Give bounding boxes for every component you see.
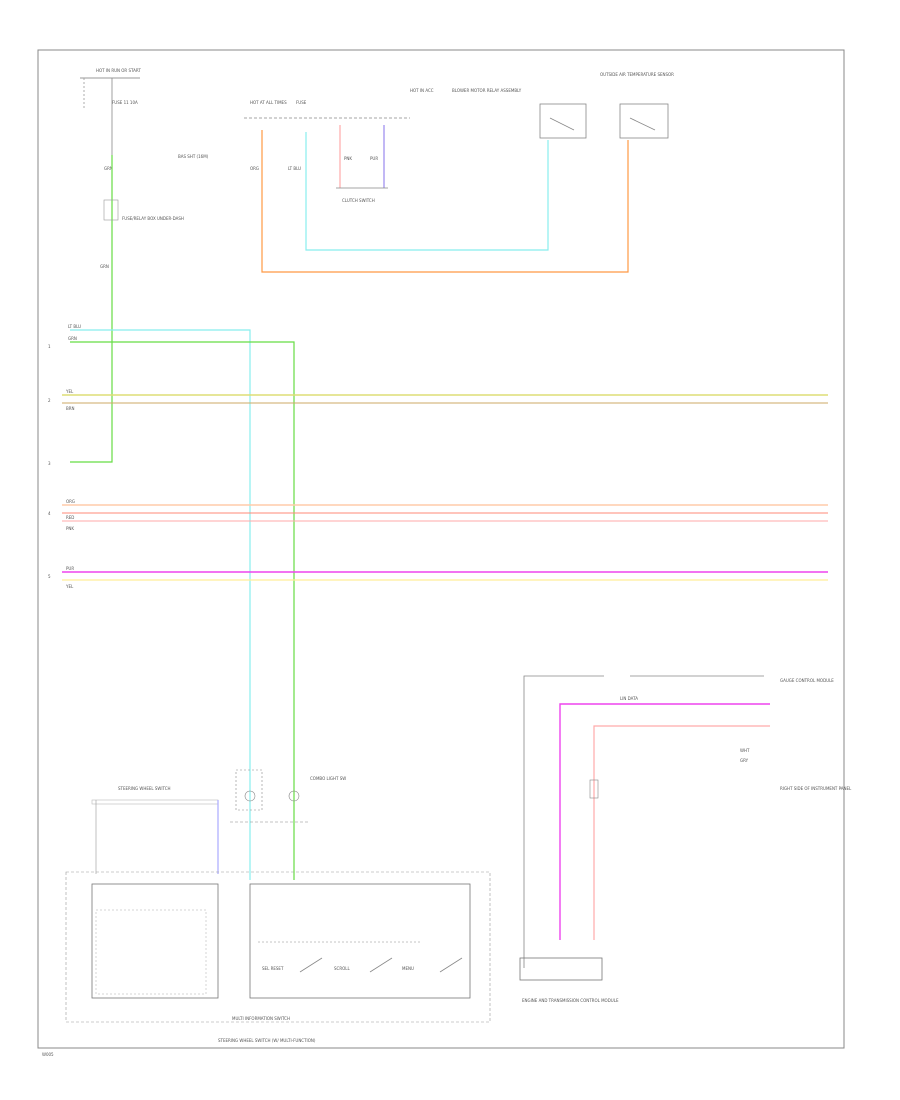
sensor-box-left xyxy=(539,103,587,139)
combo-light-connector xyxy=(235,769,263,811)
fuse-ref-label: FUSE 11 10A xyxy=(112,100,138,105)
right-module-box xyxy=(519,957,603,981)
sw-btn-b-label: SCROLL xyxy=(334,966,350,971)
wire-orange-top xyxy=(261,130,629,273)
left-marker-1: 1 xyxy=(48,344,51,349)
wire-magenta-right xyxy=(559,703,770,940)
sensor-box-right-switch xyxy=(629,117,656,131)
left-marker-4: 4 xyxy=(48,511,51,516)
sensor-box-left-switch xyxy=(549,117,575,131)
wire-code-pur: PUR xyxy=(370,156,378,161)
steering-left-top-box xyxy=(91,799,219,805)
combo-light-sw-a xyxy=(244,790,256,802)
top-right-note: BLOWER MOTOR RELAY ASSEMBLY xyxy=(452,88,522,93)
switch-contact-b xyxy=(369,957,393,973)
right-fuse-symbol xyxy=(589,779,599,799)
top-fuse-label: HOT IN RUN OR START xyxy=(96,68,141,73)
footer-code: W005 xyxy=(42,1052,54,1057)
switch-contact-a xyxy=(299,957,323,973)
combo-light-label: COMBO LIGHT SW xyxy=(310,776,346,781)
wire-code-red: RED xyxy=(66,515,74,520)
steering-switch-left-inner xyxy=(95,909,207,995)
wire-lower-right-top xyxy=(523,675,604,968)
wire-green-long xyxy=(70,341,295,880)
left-marker-5: 5 xyxy=(48,574,51,579)
junction-label: BAS SHT (16M) xyxy=(178,154,209,159)
multi-function-container xyxy=(65,871,491,1023)
wire-code-org: ORG xyxy=(250,166,259,171)
wire-code-brn: BRN xyxy=(66,406,75,411)
wire-code-gry: GRY xyxy=(740,758,749,763)
connector-left-block xyxy=(103,199,119,221)
multi-function-label: MULTI INFORMATION SWITCH xyxy=(232,1016,290,1021)
diagram-frame xyxy=(37,49,845,1049)
fuse-box-note: FUSE/RELAY BOX UNDER-DASH xyxy=(122,216,184,221)
wire-code-pur-2: PUR xyxy=(66,566,74,571)
steering-switch-label: STEERING WHEEL SWITCH (W/ MULTI-FUNCTION… xyxy=(218,1038,316,1043)
wire-code-grn-3: GRN xyxy=(68,336,77,341)
sw-btn-c-label: MENU xyxy=(402,966,414,971)
wire-code-ltblu: LT BLU xyxy=(288,166,301,171)
wire-code-yel-2: YEL xyxy=(65,584,74,589)
wire-code-grn-1: GRN xyxy=(104,166,113,171)
wire-code-yel: YEL xyxy=(65,389,74,394)
right-module-label: ENGINE AND TRANSMISSION CONTROL MODULE xyxy=(522,998,619,1003)
combo-light-sw-b xyxy=(288,790,300,802)
lin-data-label: LIN DATA xyxy=(620,696,638,701)
clutch-switch-label: CLUTCH SWITCH xyxy=(342,198,375,203)
wire-code-pnk-2: PNK xyxy=(66,526,74,531)
top-mid-label-a: HOT AT ALL TIMES xyxy=(250,100,287,105)
wire-green-left xyxy=(70,155,113,463)
steering-switch-right-box xyxy=(249,883,471,999)
sensor-top-right-label: OUTSIDE AIR TEMPERATURE SENSOR xyxy=(600,72,674,77)
sw-btn-a-label: SEL RESET xyxy=(262,966,284,971)
wire-code-ltblu-2: LT BLU xyxy=(68,324,81,329)
wire-code-pnk: PNK xyxy=(344,156,352,161)
sensor-box-right xyxy=(619,103,669,139)
right-note: RIGHT SIDE OF INSTRUMENT PANEL xyxy=(780,786,852,791)
top-mid-label-b: FUSE xyxy=(296,100,307,105)
switch-contact-c xyxy=(439,957,463,973)
wire-cyan-long xyxy=(70,329,251,880)
top-mid-label-c: HOT IN ACC xyxy=(410,88,434,93)
wire-red-right xyxy=(593,725,770,940)
wire-cyan-top xyxy=(305,132,549,251)
steering-switch-left-box xyxy=(91,883,219,999)
left-marker-2: 2 xyxy=(48,398,51,403)
wire-code-wht: WHT xyxy=(740,748,750,753)
left-marker-3: 3 xyxy=(48,461,51,466)
wire-code-org-2: ORG xyxy=(66,499,75,504)
steering-left-label: STEERING WHEEL SWITCH xyxy=(118,786,171,791)
right-cluster-label: GAUGE CONTROL MODULE xyxy=(780,678,834,683)
wire-code-grn-2: GRN xyxy=(100,264,109,269)
